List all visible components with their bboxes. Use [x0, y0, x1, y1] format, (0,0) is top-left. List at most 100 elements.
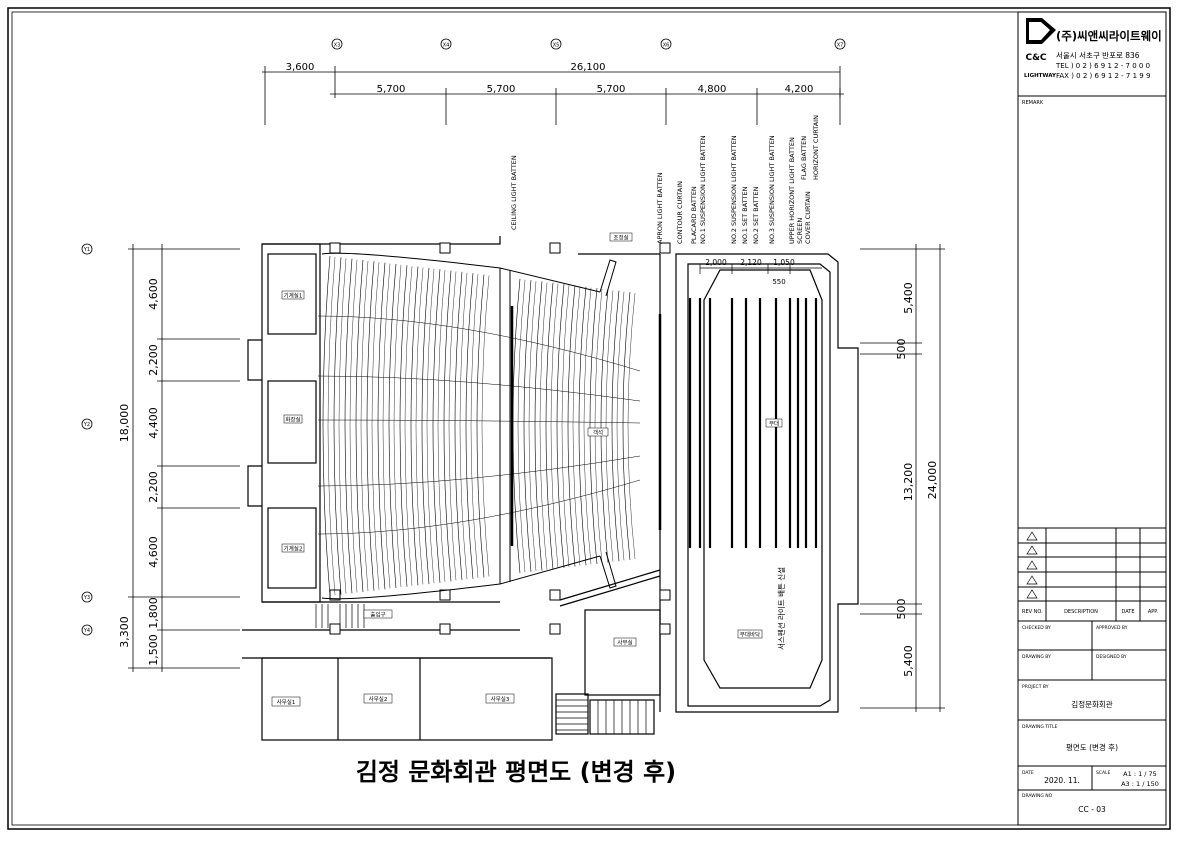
dim-500-b: 500 — [895, 599, 908, 620]
svg-text:사무실3: 사무실3 — [491, 695, 510, 703]
seat-row-curve — [410, 266, 419, 586]
room-label-left-top: 기계실1 — [281, 290, 305, 300]
grid-bubble-x7: X7 — [834, 38, 846, 50]
svg-text:사무실1: 사무실1 — [277, 698, 296, 706]
room-label-office1: 사무실1 — [271, 696, 301, 707]
svg-text:사무실2: 사무실2 — [369, 695, 388, 703]
seat-row-curve — [523, 280, 532, 572]
grid-bubble-y2: Y2 — [81, 418, 93, 430]
scale-a3: A3 : 1 / 150 — [1121, 780, 1159, 788]
seat-row-curve — [355, 259, 364, 593]
dim-2120: 2,120 — [740, 258, 762, 267]
room-label-entrance: 출입구 — [363, 609, 393, 619]
drawing-no-value: CC - 03 — [1078, 805, 1106, 814]
seat-row-curve — [366, 261, 375, 591]
seat-row-back — [605, 290, 614, 562]
dim-13200: 13,200 — [902, 463, 915, 502]
svg-text:Y3: Y3 — [83, 595, 90, 601]
right-dimension-texts: 5,400 500 13,200 500 5,400 24,000 — [895, 282, 939, 677]
dim-2000: 2,000 — [705, 258, 727, 267]
svg-text:객석: 객석 — [593, 429, 603, 437]
seat-row-back — [470, 274, 479, 578]
svg-text:무대바닥: 무대바닥 — [740, 631, 760, 639]
scale-a1: A1 : 1 / 75 — [1123, 770, 1157, 778]
label-no1-set-batten: NO.1 SET BATTEN — [741, 186, 749, 244]
seat-row-back — [616, 291, 625, 561]
label-horizont-curtain: HORIZONT CURTAIN — [812, 115, 820, 180]
dim-4600-b: 4,600 — [147, 536, 160, 568]
svg-text:X3: X3 — [334, 43, 341, 49]
seat-row-curve — [512, 278, 521, 574]
left-dimension-lines — [128, 244, 240, 672]
project-name: 김정문화회관 — [1071, 699, 1112, 709]
dim-1050: 1,050 — [773, 258, 795, 267]
label-upper-horizont-light-batten: UPPER HORIZONT LIGHT BATTEN — [788, 137, 796, 244]
room-label-office2: 사무실2 — [363, 693, 393, 704]
dim-2200-b: 2,200 — [147, 471, 160, 503]
grid-bubble-x5: X5 — [550, 38, 562, 50]
room-label-stage-center: 무대 — [765, 418, 783, 428]
seat-aisle-line — [317, 419, 641, 424]
seat-row-curve — [600, 289, 609, 563]
label-placard-batten: PLACARD BATTEN — [690, 186, 698, 244]
seat-aisle-line — [317, 315, 641, 372]
seat-row-curve — [421, 267, 430, 585]
seat-row-curve — [622, 291, 631, 561]
stair-hatching — [315, 604, 647, 734]
dim-1500: 1,500 — [147, 634, 160, 666]
svg-text:Y2: Y2 — [83, 422, 90, 428]
seat-row-curve — [432, 269, 441, 583]
seat-row-back — [561, 285, 570, 567]
seat-row-curve — [377, 262, 386, 590]
label-flag-batten: FLAG BATTEN — [800, 136, 808, 180]
svg-text:DESCRIPTION: DESCRIPTION — [1064, 609, 1098, 615]
seat-row-back — [627, 292, 636, 560]
house-battens — [510, 306, 662, 546]
seat-row-back — [459, 272, 468, 580]
company-name: (주)씨앤씨라이트웨이 — [1056, 29, 1162, 43]
grid-bubble-y3: Y3 — [81, 591, 93, 603]
dim-3600: 3,600 — [286, 62, 315, 73]
grid-bubble-y4: Y4 — [81, 624, 93, 636]
svg-text:C&C: C&C — [1025, 53, 1046, 63]
seat-row-curve — [322, 255, 331, 597]
grid-bubble-x3: X3 — [331, 38, 343, 50]
left-dimension-texts: 18,000 4,600 2,200 4,400 2,200 4,600 1,8… — [118, 278, 160, 666]
label-ceiling-light-batten: CEILING LIGHT BATTEN — [510, 155, 518, 230]
svg-text:Y1: Y1 — [83, 247, 90, 253]
title-block — [1017, 11, 1167, 826]
svg-text:화장실: 화장실 — [285, 416, 300, 424]
seat-row-curve — [388, 263, 397, 589]
designed-by-label: DESIGNED BY — [1096, 654, 1127, 660]
seat-row-back — [349, 259, 358, 593]
seat-row-curve — [534, 281, 543, 571]
seat-row-back — [594, 289, 603, 563]
company-tel: TEL ) 0 2 ) 6 9 1 2 - 7 0 0 0 — [1055, 62, 1150, 70]
revision-headers: REV NO. DESCRIPTION DATE APP. — [1022, 609, 1159, 615]
scale-label: SCALE — [1096, 770, 1111, 776]
stage-note: 서스펜션 라이트 배튼 신설 — [776, 567, 786, 650]
seat-aisle-line — [317, 455, 641, 487]
grid-bubble-y1: Y1 — [81, 243, 93, 255]
svg-text:LIGHTWAY: LIGHTWAY — [1024, 73, 1057, 79]
seat-row-curve — [443, 270, 452, 582]
project-by-label: PROJECT BY — [1022, 684, 1049, 690]
seat-row-back — [382, 263, 391, 589]
room-label-left-mid: 화장실 — [283, 414, 303, 424]
svg-text:REV NO.: REV NO. — [1022, 609, 1043, 615]
label-no2-set-batten: NO.2 SET BATTEN — [752, 186, 760, 244]
revision-triangles — [1026, 531, 1038, 599]
dim-1800: 1,800 — [147, 597, 160, 629]
seat-row-back — [481, 275, 490, 577]
checked-by-label: CHECKED BY — [1022, 625, 1051, 631]
svg-text:기계실2: 기계실2 — [284, 545, 303, 553]
dim-5400-b: 5,400 — [902, 645, 915, 677]
dim-26100: 26,100 — [571, 62, 606, 73]
batten-labels: CEILING LIGHT BATTEN APRON LIGHT BATTEN … — [510, 115, 820, 244]
svg-text:출입구: 출입구 — [370, 611, 385, 619]
seat-aisle-line — [317, 375, 641, 402]
seat-row-curve — [399, 265, 408, 587]
approved-by-label: APPROVED BY — [1096, 625, 1128, 631]
